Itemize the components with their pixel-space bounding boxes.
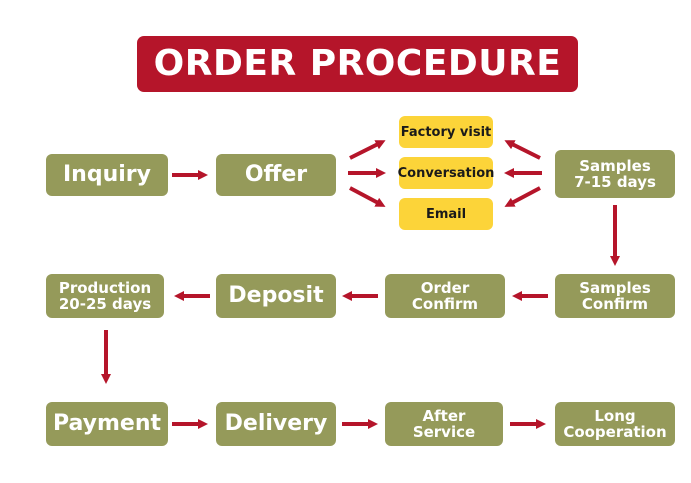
- node-after-service-label-1: After: [422, 406, 466, 425]
- arrow-offer-to-email: [349, 186, 386, 207]
- node-samples-confirm: Samples Confirm: [555, 274, 675, 318]
- node-payment-label: Payment: [52, 410, 162, 436]
- node-delivery-label: Delivery: [224, 410, 328, 436]
- node-long-cooperation-label-1: Long: [594, 406, 636, 425]
- node-payment: Payment: [46, 402, 168, 446]
- arrow-offer-to-factory-visit: [349, 140, 386, 160]
- node-production: Production 20-25 days: [46, 274, 164, 318]
- node-offer-label: Offer: [244, 161, 308, 187]
- node-deposit: Deposit: [216, 274, 336, 318]
- node-samples-confirm-label-1: Samples: [579, 278, 651, 297]
- option-factory-visit: Factory visit: [399, 116, 493, 148]
- node-inquiry-label: Inquiry: [63, 161, 151, 187]
- node-samples-label-1: Samples: [579, 156, 651, 175]
- node-production-label-1: Production: [58, 278, 152, 297]
- node-order-confirm: Order Confirm: [385, 274, 505, 318]
- option-conversation: Conversation: [398, 157, 494, 189]
- node-samples-confirm-label-2: Confirm: [581, 295, 649, 313]
- node-order-confirm-label-2: Confirm: [411, 295, 479, 313]
- node-order-confirm-label-1: Order: [420, 278, 470, 297]
- node-long-cooperation-label-2: Cooperation: [563, 423, 667, 441]
- node-production-label-2: 20-25 days: [58, 295, 152, 313]
- node-deposit-label: Deposit: [228, 282, 324, 308]
- node-samples-label-2: 7-15 days: [574, 173, 656, 191]
- node-samples: Samples 7-15 days: [555, 150, 675, 198]
- node-long-cooperation: Long Cooperation: [555, 402, 675, 446]
- node-after-service-label-2: Service: [412, 423, 476, 441]
- arrow-samples-to-email: [504, 186, 541, 207]
- node-delivery: Delivery: [216, 402, 336, 446]
- node-inquiry: Inquiry: [46, 154, 168, 196]
- option-email: Email: [399, 198, 493, 230]
- node-after-service: After Service: [385, 402, 503, 446]
- arrow-samples-to-factory-visit: [504, 140, 541, 160]
- node-offer: Offer: [216, 154, 336, 196]
- page-title: ORDER PROCEDURE: [137, 36, 578, 92]
